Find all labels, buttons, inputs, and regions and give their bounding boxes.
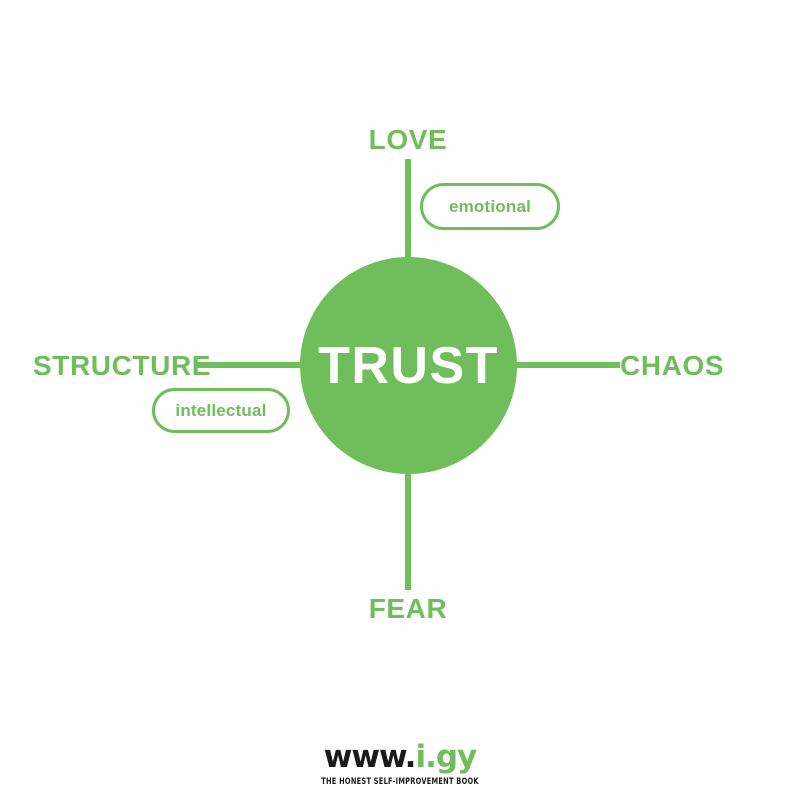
- badge-emotional: emotional: [420, 183, 560, 230]
- axis-line-bottom: [405, 462, 411, 590]
- badge-emotional-label: emotional: [448, 196, 532, 216]
- brand-tagline: THE HONEST SELF-IMPROVEMENT BOOK: [321, 777, 479, 787]
- center-node-trust: TRUST: [300, 257, 517, 474]
- brand-wordmark: www.i.gy: [0, 742, 800, 773]
- pole-label-love: LOVE: [368, 124, 448, 155]
- pole-label-chaos: CHAOS: [620, 350, 725, 381]
- badge-intellectual-label: intellectual: [175, 400, 267, 420]
- footer-brand: www.i.gy THE HONEST SELF-IMPROVEMENT BOO…: [0, 742, 800, 788]
- center-node-label: TRUST: [318, 336, 499, 395]
- badge-intellectual: intellectual: [152, 388, 290, 433]
- axis-line-right: [514, 362, 620, 368]
- axis-line-top: [405, 159, 411, 275]
- brand-wordmark-accent: i.gy: [415, 739, 477, 775]
- axis-line-left: [197, 362, 303, 368]
- brand-wordmark-prefix: www.: [323, 739, 417, 775]
- pole-label-fear: FEAR: [368, 593, 448, 624]
- pole-label-structure: STRUCTURE: [33, 350, 212, 381]
